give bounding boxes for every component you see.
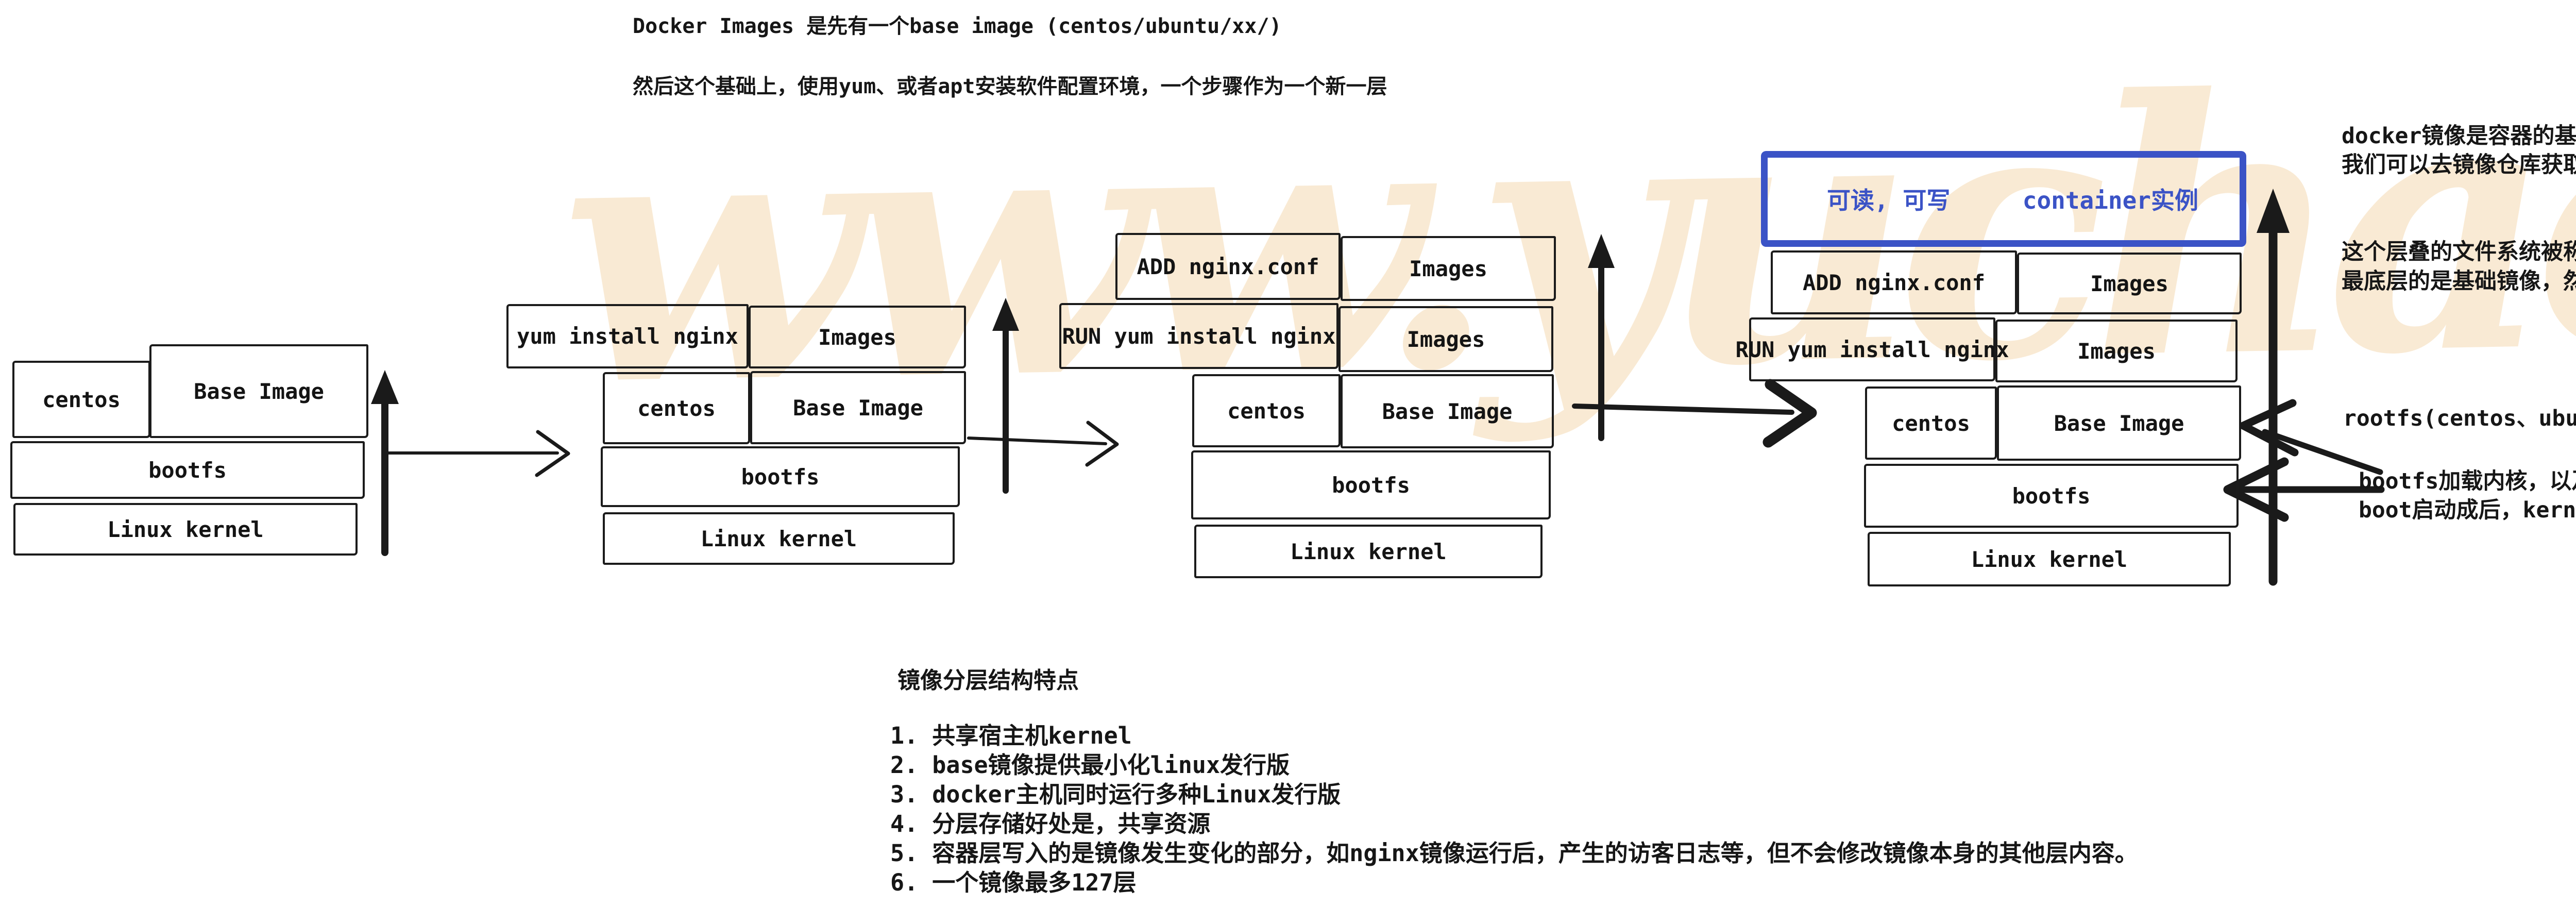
stack3-bootfs-box: bootfs (1191, 450, 1551, 519)
bottom-list-item: 2. base镜像提供最小化linux发行版 (890, 751, 1290, 779)
container-instance-label: container实例 (2022, 187, 2198, 214)
stack3-images-mid-box: Images (1338, 306, 1553, 372)
stack2-linux-kernel-box: Linux kernel (603, 512, 955, 565)
stack1-centos-box: centos (12, 361, 150, 438)
note-union-fs-line1: 这个层叠的文件系统被称为联合加载技术，加载多个文件系统，联合起来为一整个文件系统… (2342, 239, 2576, 265)
stack3-images-top-box: Images (1341, 236, 1556, 301)
stack2-base-image-box: Base Image (750, 371, 966, 444)
note-docker-image-line1: docker镜像是容器的基石，是一个层叠的只读文件系统； (2342, 123, 2576, 149)
bottom-list-item: 1. 共享宿主机kernel (890, 722, 1132, 749)
stack4-centos-box: centos (1865, 387, 1997, 460)
arrow-rootfs-to-base-image (2239, 399, 2383, 475)
stack2-centos-box: centos (603, 372, 750, 444)
note-bootfs-line1: bootfs加载内核，以及引导启动程序； (2359, 468, 2576, 494)
container-instance-box: 可读, 可写 container实例 (1761, 151, 2246, 247)
stack2-images-box: Images (749, 306, 966, 368)
container-readwrite-label: 可读, 可写 (1827, 187, 1951, 214)
stack4-images-top-box: Images (2017, 253, 2242, 314)
stack3-centos-box: centos (1192, 374, 1341, 447)
arrow-bootfs-note-to-bootfs (2223, 457, 2385, 522)
stack2-bootfs-box: bootfs (601, 446, 960, 507)
stack3-linux-kernel-box: Linux kernel (1194, 525, 1543, 578)
bottom-list-item: 4. 分层存储好处是，共享资源 (890, 810, 1211, 837)
note-top-line2: 然后这个基础上，使用yum、或者apt安装软件配置环境，一个步骤作为一个新一层 (633, 75, 1387, 98)
stack4-run-yum-install-nginx-box: RUN yum install nginx (1736, 317, 2009, 381)
up-arrow-container (2257, 189, 2290, 586)
stack4-base-image-box: Base Image (1997, 385, 2241, 461)
note-rootfs-label: rootfs(centos、ubuntu)基础镜像 (2343, 406, 2576, 431)
up-arrow-stack2 (992, 298, 1019, 494)
bottom-list-item: 6. 一个镜像最多127层 (890, 869, 1137, 896)
stack4-images-mid-box: Images (1995, 320, 2238, 382)
stack2-yum-install-nginx-box: yum install nginx (506, 304, 749, 368)
stack4-bootfs-box: bootfs (1864, 464, 2239, 528)
arrow-stack3-to-stack4 (1572, 379, 1817, 448)
arrow-stack1-to-stack2 (385, 430, 570, 477)
stack1-linux-kernel-box: Linux kernel (13, 503, 358, 556)
note-bootfs-line2: boot启动成后，kernel程序加载在内存中，以及加载rootfs（也就是我们… (2359, 497, 2576, 523)
stack1-bootfs-box: bootfs (10, 441, 365, 499)
bottom-list-title: 镜像分层结构特点 (897, 667, 1079, 694)
stack3-add-nginx-conf-box: ADD nginx.conf (1115, 233, 1341, 300)
stack3-base-image-box: Base Image (1341, 374, 1554, 448)
note-union-fs-line2: 最底层的是基础镜像，然后依次类推为父镜像； (2342, 268, 2576, 294)
stack3-run-yum-install-nginx-box: RUN yum install nginx (1059, 303, 1338, 369)
stack1-base-image-box: Base Image (149, 344, 368, 438)
up-arrow-stack1 (371, 370, 399, 556)
note-top-line1: Docker Images 是先有一个base image (centos/ub… (633, 14, 1282, 38)
note-docker-image-line2: 我们可以去镜像仓库获取，也可以基于现有的镜像，添加为新的镜像。 (2342, 152, 2576, 178)
bottom-list-item: 5. 容器层写入的是镜像发生变化的部分，如nginx镜像运行后，产生的访客日志等… (890, 839, 2138, 867)
stack4-linux-kernel-box: Linux kernel (1868, 532, 2231, 586)
arrow-stack2-to-stack3 (967, 421, 1119, 467)
bottom-list-item: 3. docker主机同时运行多种Linux发行版 (890, 781, 1341, 808)
stack4-add-nginx-conf-box: ADD nginx.conf (1771, 250, 2017, 314)
